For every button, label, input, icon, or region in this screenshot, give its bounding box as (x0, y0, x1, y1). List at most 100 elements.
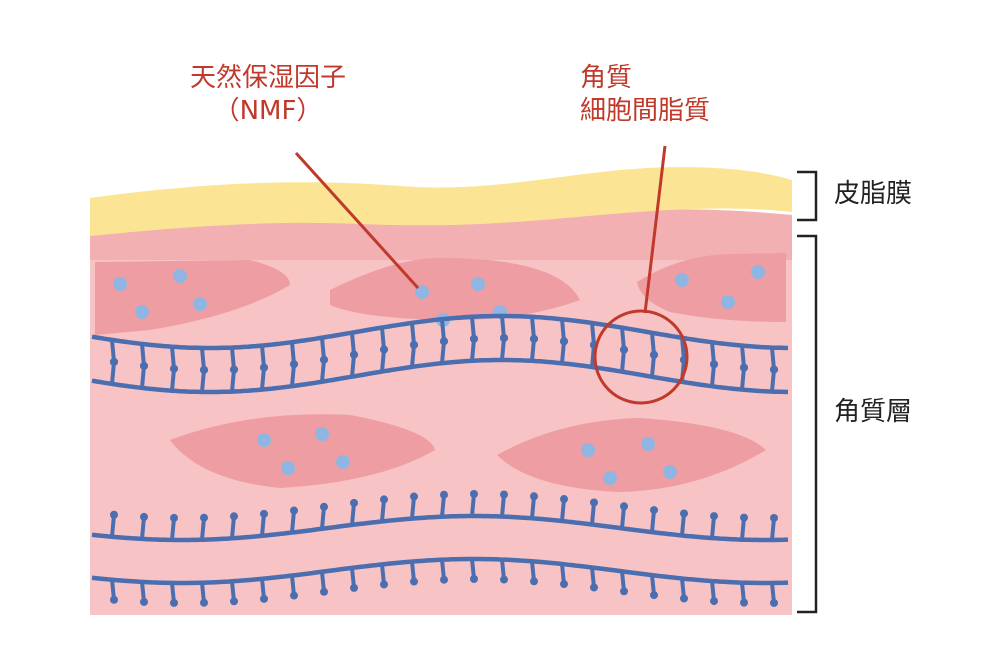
lower-lipid-top-head (620, 502, 628, 511)
nmf-dot (173, 269, 187, 283)
intercellular-lipid-label: 角質 細胞間脂質 (580, 62, 710, 127)
nmf-label: 天然保湿因子 （NMF） (180, 62, 356, 127)
nmf-dot (581, 443, 595, 457)
lower-lipid-top-head (170, 513, 178, 522)
nmf-dot (471, 277, 485, 291)
lower-lipid-top-head (590, 498, 598, 507)
lower-lipid-bottom-head (500, 575, 508, 584)
lower-lipid-top-head (500, 490, 508, 499)
stratum-corneum-label: 角質層 (834, 397, 913, 427)
nmf-dot (336, 455, 350, 469)
upper-lipid-bottom-head (320, 355, 328, 364)
lower-lipid-bottom-head (170, 598, 178, 607)
upper-lipid-bottom-head (650, 350, 658, 359)
nmf-dots (113, 265, 765, 485)
intercellular-lipid-label-line1: 角質 (580, 63, 633, 93)
nmf-dot (641, 437, 655, 451)
lower-lipid-bottom-head (140, 597, 148, 606)
lower-lipid-bottom-head (530, 577, 538, 586)
upper-lipid-bottom-head (560, 337, 568, 346)
lower-lipid-top-head (380, 495, 388, 504)
lower-lipid-top-head (530, 492, 538, 501)
lower-lipid-bottom-head (230, 597, 238, 606)
upper-lipid-bottom-head (530, 334, 538, 343)
upper-lipid-bottom-head (740, 363, 748, 372)
lower-lipid-bottom-head (650, 591, 658, 600)
lower-lipid-top-head (770, 513, 778, 522)
sebum-film-bracket (797, 170, 818, 222)
lower-lipid-top-chain (91, 513, 789, 543)
upper-lipid-bottom-head (260, 363, 268, 372)
nmf-pointer-line (294, 151, 420, 290)
stratum-corneum-bracket (797, 234, 818, 614)
nmf-dot (603, 471, 617, 485)
lower-lipid-bottom-head (470, 575, 478, 584)
lower-lipid-top-head (230, 512, 238, 521)
upper-lipid-bottom-head (380, 345, 388, 354)
upper-lipid-bottom-head (230, 365, 238, 374)
lower-lipid-top-head (350, 498, 358, 507)
upper-lipid-bottom-head (410, 340, 418, 349)
lower-lipid-top-head (650, 506, 658, 515)
upper-lipid-bottom-head (710, 360, 718, 369)
lower-lipid-bottom-head (620, 587, 628, 596)
lower-lipid-top-head (290, 506, 298, 515)
lower-lipid-bottom-head (320, 587, 328, 596)
upper-lipid-bottom-head (500, 334, 508, 343)
nmf-dot (675, 273, 689, 287)
nmf-dot (281, 461, 295, 475)
lower-lipid-top-head (320, 502, 328, 511)
corneocyte-5 (497, 418, 766, 492)
nmf-dot (663, 465, 677, 479)
lower-lipid-bottom-head (200, 598, 208, 607)
corneocyte-4 (170, 414, 435, 488)
lower-lipid-top-head (200, 513, 208, 522)
upper-lipid-bottom-head (140, 361, 148, 370)
lower-lipid-top-head (680, 509, 688, 518)
lipid-highlight-circle (593, 309, 689, 405)
lower-lipid-bottom-head (560, 580, 568, 589)
lower-lipid-top-head (560, 495, 568, 504)
nmf-dot (257, 433, 271, 447)
upper-lipid-bottom-head (350, 350, 358, 359)
lipid-pointer-line (643, 145, 667, 314)
corneocyte-3 (637, 253, 786, 322)
sebum-film (90, 167, 792, 236)
upper-lipid-bottom-head (440, 337, 448, 346)
lower-lipid-top-head (470, 490, 478, 499)
lower-lipid-top-head (710, 512, 718, 521)
nmf-dot (193, 297, 207, 311)
lower-lipid-bottom-head (410, 577, 418, 586)
lower-lipid-top-head (410, 492, 418, 501)
intercellular-lipid-layers (91, 313, 789, 607)
sebum-film-label: 皮脂膜 (834, 179, 913, 209)
lower-lipid-bottom-head (440, 575, 448, 584)
intercellular-lipid-label-line2: 細胞間脂質 (580, 95, 711, 126)
lower-lipid-bottom-head (590, 583, 598, 592)
upper-lipid-bottom-head (170, 364, 178, 373)
upper-lipid-bottom-head (110, 357, 118, 366)
nmf-label-line1: 天然保湿因子 (189, 63, 346, 93)
nmf-dot (315, 427, 329, 441)
upper-lipid-bottom-head (470, 334, 478, 343)
upper-lipid-bottom-chain (91, 357, 789, 395)
lower-lipid-top-head (440, 490, 448, 499)
upper-lipid-bottom-head (620, 345, 628, 354)
upper-lipid-top-chain (91, 313, 789, 351)
upper-lipid-bottom-head (200, 365, 208, 374)
lower-lipid-bottom-head (260, 594, 268, 603)
nmf-label-line2: （NMF） (213, 95, 323, 126)
lower-lipid-top-head (110, 510, 118, 519)
lower-lipid-bottom-head (110, 595, 118, 604)
lower-lipid-top-head (260, 509, 268, 518)
lower-lipid-bottom-head (710, 597, 718, 606)
lower-lipid-bottom-head (740, 598, 748, 607)
lower-lipid-top-head (740, 513, 748, 522)
nmf-dot (135, 305, 149, 319)
nmf-dot (751, 265, 765, 279)
lower-lipid-bottom-head (350, 583, 358, 592)
lower-lipid-bottom-head (380, 580, 388, 589)
nmf-dot (721, 295, 735, 309)
upper-lipid-bottom-head (290, 360, 298, 369)
